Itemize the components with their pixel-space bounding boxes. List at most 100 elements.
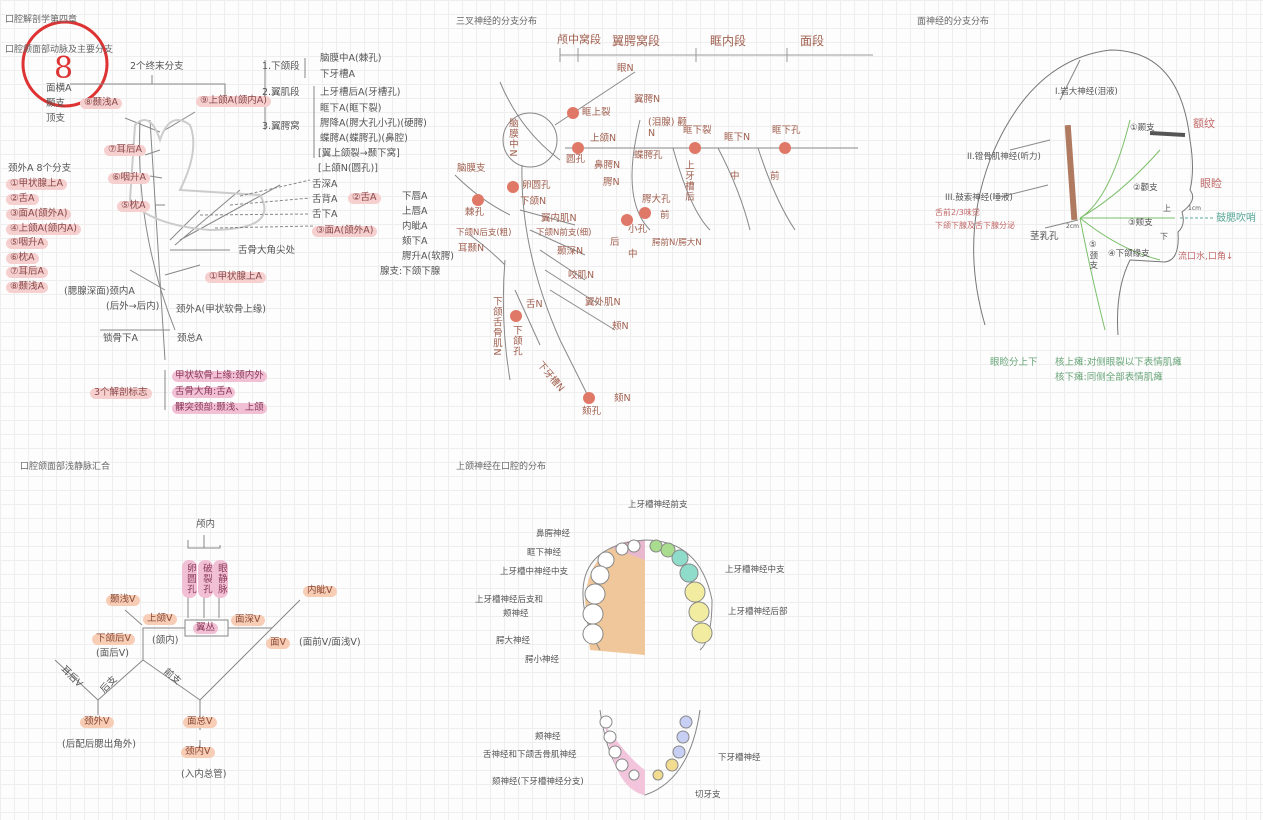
page-title: 口腔解剖学第四章 <box>5 15 78 25</box>
label: 眶下A(眶下裂) <box>320 103 382 114</box>
branch-label: ①颞支 <box>1130 123 1155 133</box>
label: 舌下A <box>312 209 338 220</box>
label: (后外→后内) <box>106 301 160 312</box>
segment-label: 眶内段 <box>710 34 747 48</box>
label: 2个终末分支 <box>130 61 184 72</box>
label: 内眦A <box>402 221 428 232</box>
eca-trunk <box>138 119 176 361</box>
label: 颏N <box>614 393 631 404</box>
label: 鼻腭神经 <box>536 529 571 539</box>
section-title: 上颌神经在口腔的分布 <box>456 462 547 472</box>
label: 翼腭N <box>634 94 661 105</box>
label: 卵圆孔 <box>522 180 551 191</box>
label: 舌骨大角尖处 <box>238 245 296 256</box>
label: 颈外A(甲状软骨上缘) <box>176 304 266 315</box>
label: 3个解剖标志 <box>90 387 152 399</box>
label: 2cm <box>1066 223 1079 230</box>
label: 眶下N <box>724 132 751 143</box>
list-item: ⑥枕A <box>6 252 39 264</box>
list-item: ⑦耳后A <box>6 266 49 278</box>
label: 面总V <box>183 716 217 728</box>
label: 眼静脉 <box>213 560 228 598</box>
label: 下颌下腺及舌下腺分泌 <box>935 221 1015 230</box>
list-item: 甲状软骨上缘:颈内外 <box>172 370 267 382</box>
label: 腺支:下颌下腺 <box>380 266 441 277</box>
list-item: ⑧颞浅A <box>6 281 49 293</box>
label: 脑膜支 <box>457 163 486 174</box>
list-item: 核下瘫:同侧全部表情肌瘫 <box>1055 372 1163 383</box>
segment-label: 面段 <box>800 34 825 48</box>
label: 眼睑分上下 <box>990 357 1038 368</box>
label: 面横A <box>46 83 72 94</box>
label: 颏神经(下牙槽神经分支) <box>492 777 584 787</box>
label: 圆孔 <box>566 154 586 165</box>
sign-label: 眼睑 <box>1200 177 1222 190</box>
label: 上牙槽神经后部 <box>728 607 788 617</box>
label: 颈外A 8个分支 <box>8 163 72 174</box>
label: 后 <box>610 237 620 248</box>
label: 腭N <box>603 177 620 188</box>
label: ①甲状腺上A <box>205 271 267 283</box>
sign-label: 流口水,口角↓ <box>1178 252 1234 262</box>
label: (面前V/面浅V) <box>299 637 361 648</box>
list-item: ①甲状腺上A <box>6 178 68 190</box>
label: 眶上裂 <box>582 107 611 118</box>
label: 颏下A <box>402 236 428 247</box>
label: 棘孔 <box>465 207 485 218</box>
segment-label: 翼腭窝段 <box>612 34 661 48</box>
list-item: ②舌A <box>6 193 39 205</box>
label: 前 <box>770 171 780 182</box>
label: 上牙槽后 <box>682 160 694 202</box>
label: 上颌N <box>590 133 617 144</box>
label: 蝶腭A(蝶腭孔)(鼻腔) <box>320 133 408 144</box>
section-title: 三叉神经的分支分布 <box>456 17 538 27</box>
segment-label: 颅中窝段 <box>557 33 601 46</box>
label: ⑨上颌A(颌内A) <box>196 95 271 107</box>
label: 腭大神经 <box>496 636 531 646</box>
list-item: 核上瘫:对侧眼裂以下表情肌瘫 <box>1055 357 1182 368</box>
list-item: ④上颌A(颌内A) <box>6 223 81 235</box>
label: II.镫骨肌神经(听力) <box>967 152 1041 162</box>
label: 颈总A <box>177 333 203 344</box>
sign-label: 额纹 <box>1193 117 1215 130</box>
label: 下牙槽A <box>320 69 355 80</box>
label: 上牙槽神经后支和 <box>475 595 544 605</box>
label: 下颌孔 <box>510 325 522 357</box>
label: 下牙槽神经 <box>718 753 761 763</box>
label: 腭小神经 <box>525 655 560 665</box>
label: 腭前N/腭大N <box>652 238 702 248</box>
label: 蝶腭孔 <box>634 150 663 161</box>
label: 面深V <box>231 614 265 626</box>
list-item: ③面A(颌外A) <box>6 208 72 220</box>
list-item: 髁突颈部:颞浅、上颌 <box>172 402 267 414</box>
label: 茎乳孔 <box>1030 231 1059 242</box>
label: 颏孔 <box>582 406 602 417</box>
label: 舌神经和下颌舌骨肌神经 <box>483 750 577 760</box>
label: 腭大孔 <box>642 194 671 205</box>
label: 顶支 <box>46 113 66 124</box>
list-item: 舌骨大角:舌A <box>172 386 236 398</box>
label: [上颌N(圆孔)] <box>318 163 378 174</box>
label: (颌内) <box>152 635 179 646</box>
section-title: 口腔颌面部浅静脉汇合 <box>20 462 111 472</box>
label: 眶下孔 <box>772 125 801 136</box>
label: 耳颞N <box>458 243 485 254</box>
label: (入内总管) <box>181 769 227 780</box>
label: 上牙槽神经中支 <box>725 565 785 575</box>
label: 1cm <box>1188 205 1201 212</box>
label: 腭升A(软腭) <box>402 251 454 262</box>
label: 下颌N <box>520 196 547 207</box>
label: 翼丛 <box>193 622 219 634</box>
label: 颊神经 <box>535 732 561 742</box>
label: 2.翼肌段 <box>262 87 300 98</box>
label: 鼻腭N <box>594 160 621 171</box>
pen-circle <box>21 20 109 108</box>
label: 眶下裂 <box>683 125 712 136</box>
branch-label: ④下颌缘支 <box>1108 249 1150 259</box>
label: [翼上颌裂→颞下窝] <box>318 148 400 159</box>
label: 1.下颌段 <box>262 61 300 72</box>
label: 锁骨下A <box>103 333 138 344</box>
label: 卵圆孔 <box>182 560 197 598</box>
list-item: ⑤咽升A <box>6 237 49 249</box>
